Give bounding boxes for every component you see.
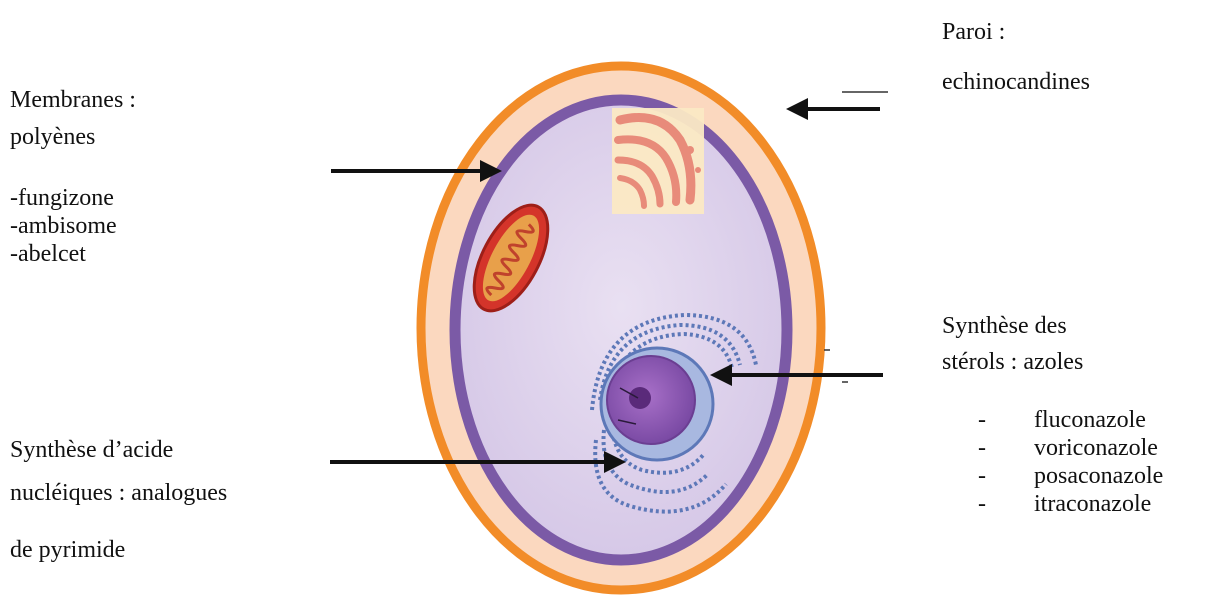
list-dash: - [978, 406, 986, 434]
sterols-drug-list: - fluconazole - voriconazole - posaconazole… [978, 406, 1163, 518]
membranes-drug-1: -fungizone [10, 184, 117, 212]
nucleus-icon [601, 348, 713, 460]
sterols-drug-1: - fluconazole [978, 406, 1163, 434]
nucleic-line-2: nucléiques : analogues [10, 479, 227, 507]
sterols-drug-2: - voriconazole [978, 434, 1163, 462]
sterols-drug-4: - itraconazole [978, 490, 1163, 518]
membranes-drug-list: -fungizone -ambisome -abelcet [10, 184, 117, 268]
sterols-drug-label: posaconazole [1034, 463, 1163, 489]
list-dash: - [978, 490, 986, 518]
membranes-class: polyènes [10, 123, 95, 151]
paroi-title: Paroi : [942, 18, 1005, 46]
nucleic-line-1: Synthèse d’acide [10, 436, 173, 464]
sterols-drug-label: itraconazole [1034, 491, 1151, 517]
list-dash: - [978, 462, 986, 490]
sterols-line-1: Synthèse des [942, 312, 1067, 340]
nucleic-line-3: de pyrimide [10, 536, 125, 564]
paroi-drug: echinocandines [942, 68, 1090, 96]
sterols-line-2: stérols : azoles [942, 348, 1083, 376]
list-dash: - [978, 434, 986, 462]
golgi-apparatus-icon [612, 108, 704, 214]
sterols-drug-label: fluconazole [1034, 407, 1146, 433]
membranes-title: Membranes : [10, 86, 136, 114]
arrow-paroi [786, 92, 888, 120]
membranes-drug-2: -ambisome [10, 212, 117, 240]
membranes-drug-3: -abelcet [10, 240, 117, 268]
sterols-drug-3: - posaconazole [978, 462, 1163, 490]
sterols-drug-label: voriconazole [1034, 435, 1158, 461]
